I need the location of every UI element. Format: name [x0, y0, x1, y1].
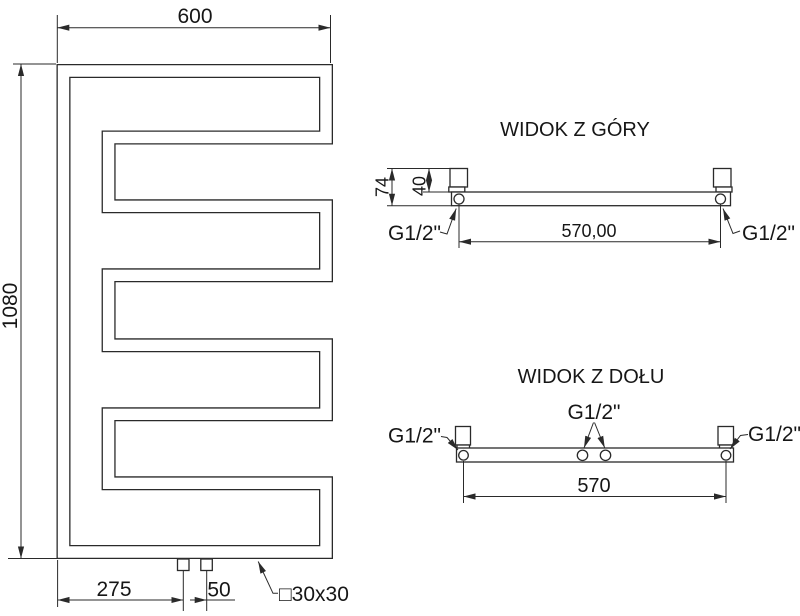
dimension-offset-40: 40: [410, 168, 452, 196]
profile-callout: □30x30: [257, 561, 349, 606]
front-view: 600 1080 275 50 □30x30: [0, 5, 349, 611]
bracket-foot-right: [715, 186, 733, 193]
wall-bracket-right: [717, 425, 735, 446]
tube-bar-bottom-view: [455, 447, 735, 463]
dimension-span-570: 570,00: [458, 204, 721, 248]
wall-bracket-left: [454, 425, 472, 446]
connection-port-left: [453, 193, 465, 205]
dim-40-label: 40: [410, 176, 430, 196]
thread-callout-center: G1/2": [568, 401, 621, 449]
thread-label-center: G1/2": [568, 401, 621, 424]
connection-port-center-1: [576, 449, 589, 462]
dimension-width: 600: [56, 5, 331, 63]
connection-stub-left: [176, 558, 190, 572]
leader-line: [440, 436, 459, 451]
thread-label-right: G1/2": [748, 423, 800, 446]
dim-height-label: 1080: [0, 283, 22, 330]
dimension-depth-74: 74: [373, 168, 452, 207]
connection-port-right: [720, 449, 732, 461]
connection-port-center-2: [599, 449, 612, 462]
leader-line: [722, 208, 741, 235]
thread-label-left: G1/2": [388, 222, 441, 245]
dim-74-label: 74: [373, 177, 393, 197]
dim-570-label: 570: [577, 475, 610, 497]
thread-callout-left: G1/2": [388, 208, 457, 245]
dim-50-label: 50: [207, 579, 230, 602]
leader-line: [257, 561, 278, 594]
bracket-foot-left: [448, 186, 466, 193]
dimension-connections: 275 50: [57, 560, 235, 607]
tube-bar-top-view: [450, 191, 732, 207]
thread-callout-right: G1/2": [722, 208, 795, 245]
dimension-span-570: 570: [463, 461, 727, 503]
top-view: WIDOK Z GÓRY 74 40 570,00: [373, 118, 795, 248]
radiator-tube-inner: [57, 65, 332, 558]
leader-line: [439, 208, 457, 235]
thread-callout-left: G1/2": [388, 425, 459, 451]
dim-275-label: 275: [96, 578, 131, 601]
thread-label-right: G1/2": [742, 222, 795, 245]
profile-label: □30x30: [279, 583, 349, 606]
leader-line: [594, 422, 606, 449]
bottom-view: WIDOK Z DOŁU G1/2" G1/2" G1/2": [388, 366, 800, 503]
leader-line: [583, 422, 594, 449]
top-view-title: WIDOK Z GÓRY: [500, 118, 650, 141]
thread-label-left: G1/2": [388, 425, 441, 448]
thread-callout-right: G1/2": [729, 423, 800, 450]
connection-port-left: [458, 449, 469, 461]
connection-port-right: [714, 193, 727, 205]
dim-width-label: 600: [177, 5, 212, 28]
dim-570-label: 570,00: [561, 221, 616, 241]
dimension-height: 1080: [0, 63, 57, 559]
bottom-view-title: WIDOK Z DOŁU: [518, 366, 665, 388]
connection-stub-right: [200, 558, 213, 572]
wall-bracket-right: [712, 167, 732, 188]
wall-bracket-left: [449, 167, 469, 188]
leader-line: [729, 434, 749, 450]
